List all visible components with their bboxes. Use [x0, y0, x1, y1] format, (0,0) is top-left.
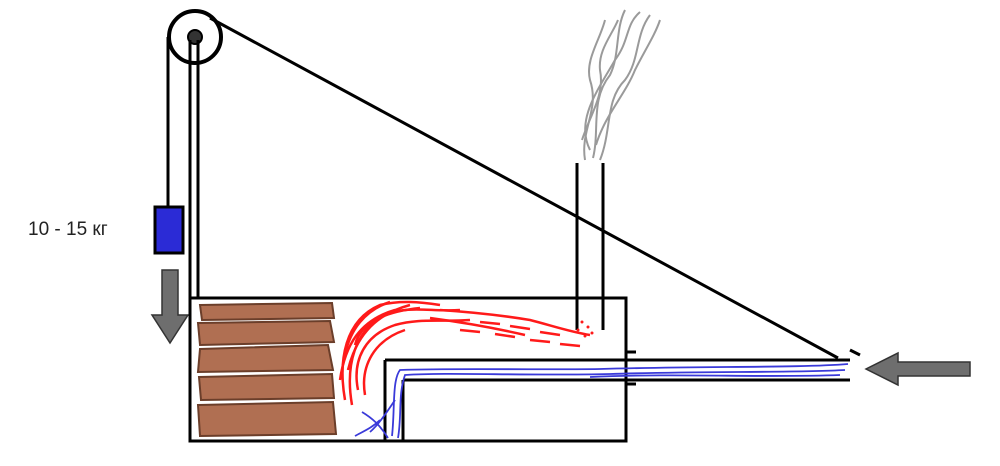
weight-icon [153, 205, 185, 255]
smoke [581, 9, 661, 161]
down-arrow-icon [150, 269, 190, 345]
weight-label: 10 - 15 кг [28, 219, 108, 240]
air-flow [354, 363, 849, 439]
flame-sparks [576, 320, 594, 338]
firewood [196, 301, 338, 438]
stove-body [188, 296, 861, 443]
flames [338, 300, 591, 406]
left-arrow-icon [864, 351, 971, 387]
diagonal-rope [209, 16, 839, 360]
chimney [575, 163, 605, 330]
support-pole [188, 40, 200, 298]
